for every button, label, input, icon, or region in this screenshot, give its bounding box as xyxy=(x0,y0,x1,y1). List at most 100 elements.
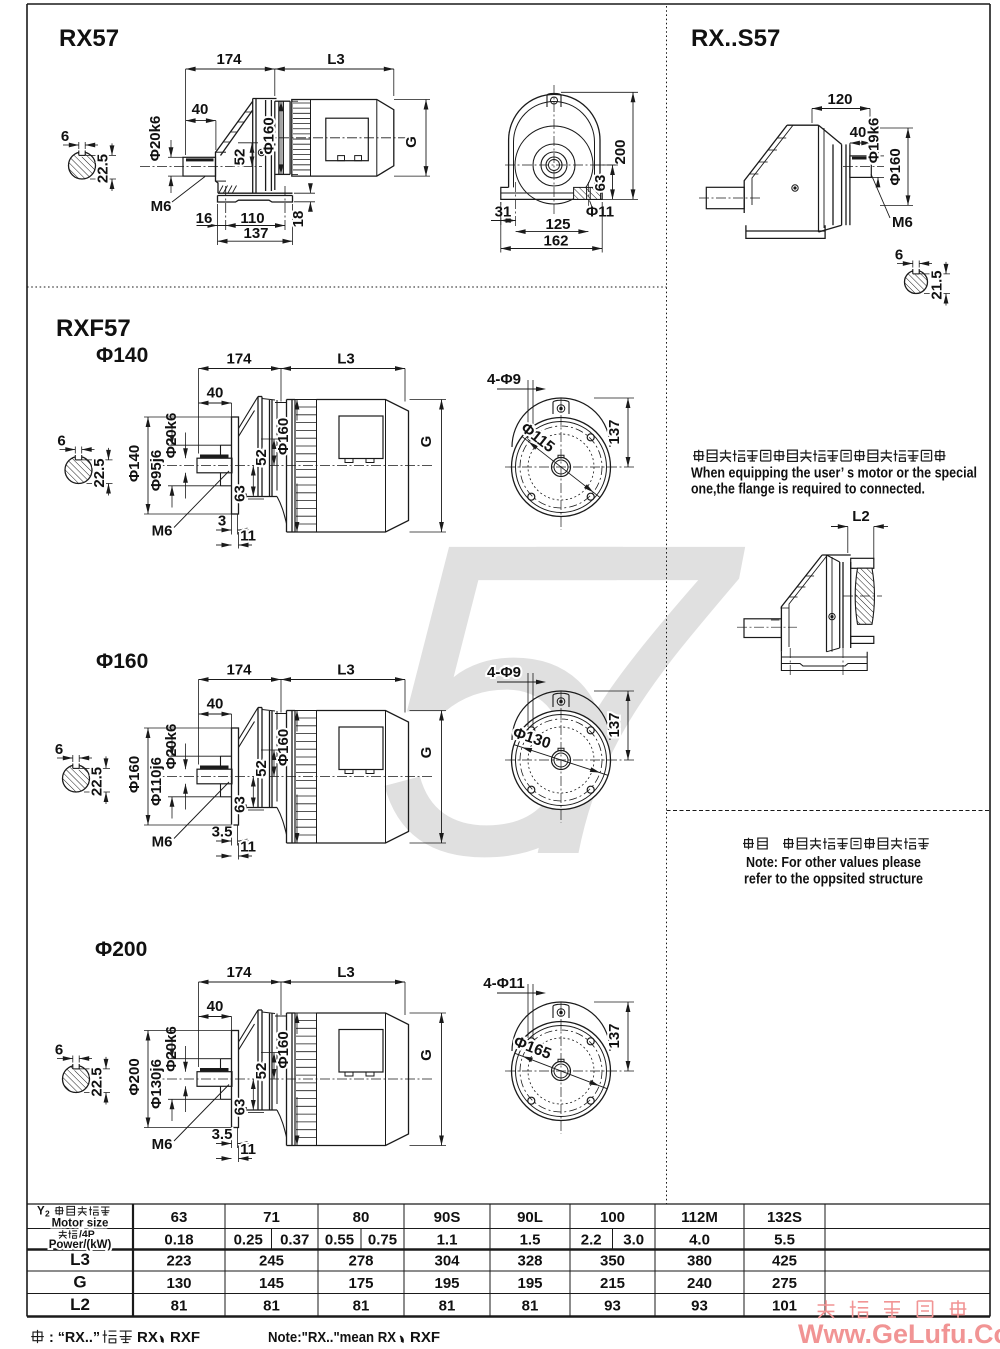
svg-text:L2: L2 xyxy=(852,508,870,525)
svg-text:11: 11 xyxy=(240,528,256,545)
svg-text:G: G xyxy=(418,747,435,759)
svg-text:175: 175 xyxy=(348,1275,373,1292)
svg-text:4-Φ9: 4-Φ9 xyxy=(487,664,521,681)
svg-text:When equipping the user’ s mot: When equipping the user’ s motor or the … xyxy=(691,465,977,482)
svg-text:22.5: 22.5 xyxy=(89,1067,106,1096)
svg-text:3.0: 3.0 xyxy=(623,1232,644,1249)
svg-text:174: 174 xyxy=(226,662,252,679)
svg-text:63: 63 xyxy=(232,1099,249,1116)
svg-text:3.5: 3.5 xyxy=(212,824,233,841)
svg-text:174: 174 xyxy=(226,964,252,981)
svg-text:63: 63 xyxy=(171,1209,188,1226)
svg-text:RXF: RXF xyxy=(410,1329,440,1346)
svg-text:5.5: 5.5 xyxy=(774,1232,795,1249)
svg-text:93: 93 xyxy=(604,1298,621,1315)
svg-text:71: 71 xyxy=(263,1209,280,1226)
svg-text:195: 195 xyxy=(517,1275,542,1292)
svg-text:M6: M6 xyxy=(892,214,913,231)
svg-text:0.55: 0.55 xyxy=(325,1232,354,1249)
svg-text:81: 81 xyxy=(353,1298,370,1315)
svg-text:RXF: RXF xyxy=(170,1329,200,1346)
svg-text:52: 52 xyxy=(253,760,270,777)
svg-text:Φ160: Φ160 xyxy=(275,1031,292,1068)
svg-text:3: 3 xyxy=(218,513,226,530)
svg-text:304: 304 xyxy=(434,1253,460,1270)
svg-text:M6: M6 xyxy=(152,523,173,540)
svg-text:L3: L3 xyxy=(337,964,355,981)
svg-text:52: 52 xyxy=(253,1063,270,1080)
svg-text:Φ200: Φ200 xyxy=(95,938,147,961)
svg-text:Φ140: Φ140 xyxy=(126,445,143,482)
svg-text:132S: 132S xyxy=(767,1209,802,1226)
svg-text:Note: For other values please: Note: For other values please xyxy=(746,855,921,871)
svg-text:22.5: 22.5 xyxy=(95,154,112,183)
svg-text:0.25: 0.25 xyxy=(234,1232,263,1249)
svg-text:RXF57: RXF57 xyxy=(56,315,131,342)
svg-text:Φ95j6: Φ95j6 xyxy=(148,450,165,492)
svg-text:M6: M6 xyxy=(152,1136,173,1153)
svg-text:4-Φ11: 4-Φ11 xyxy=(483,975,525,992)
svg-text:137: 137 xyxy=(606,712,623,737)
svg-text:0.18: 0.18 xyxy=(164,1232,193,1249)
svg-text:RX..S57: RX..S57 xyxy=(691,25,780,52)
svg-text:425: 425 xyxy=(772,1253,797,1270)
svg-text:1.5: 1.5 xyxy=(520,1232,541,1249)
svg-text:Φ200: Φ200 xyxy=(126,1058,143,1095)
svg-text:0.75: 0.75 xyxy=(368,1232,397,1249)
svg-text:Note:"RX.."mean RX: Note:"RX.."mean RX xyxy=(268,1329,396,1346)
svg-text:Www.GeLufu.Com: Www.GeLufu.Com xyxy=(798,1319,1000,1349)
svg-text:40: 40 xyxy=(207,998,224,1015)
svg-text:3.5: 3.5 xyxy=(212,1126,233,1143)
svg-text:Φ160: Φ160 xyxy=(275,418,292,455)
svg-text:Φ130j6: Φ130j6 xyxy=(148,1059,165,1109)
svg-text:6: 6 xyxy=(61,128,69,145)
svg-text:174: 174 xyxy=(226,351,252,368)
svg-text:Motor size: Motor size xyxy=(52,1218,109,1230)
svg-text:Φ160: Φ160 xyxy=(887,148,904,185)
svg-text:Φ160: Φ160 xyxy=(96,650,148,673)
svg-text:Φ140: Φ140 xyxy=(96,344,148,367)
svg-text:Power/(kW): Power/(kW) xyxy=(49,1239,112,1251)
svg-text:L3: L3 xyxy=(337,351,355,368)
svg-text:L3: L3 xyxy=(70,1250,90,1269)
svg-text:245: 245 xyxy=(259,1253,284,1270)
svg-text:1.1: 1.1 xyxy=(437,1232,458,1249)
svg-text:215: 215 xyxy=(600,1275,625,1292)
svg-text:2: 2 xyxy=(45,1209,50,1219)
svg-text:31: 31 xyxy=(495,204,512,221)
svg-text:81: 81 xyxy=(171,1298,188,1315)
svg-text:328: 328 xyxy=(517,1253,542,1270)
svg-text:Φ160: Φ160 xyxy=(261,117,278,154)
svg-text:145: 145 xyxy=(259,1275,284,1292)
svg-text:275: 275 xyxy=(772,1275,797,1292)
svg-text:81: 81 xyxy=(263,1298,280,1315)
svg-text:93: 93 xyxy=(691,1298,708,1315)
svg-text:380: 380 xyxy=(687,1253,712,1270)
svg-text:6: 6 xyxy=(55,741,63,758)
svg-text:22.5: 22.5 xyxy=(91,458,108,487)
svg-text:/4P: /4P xyxy=(79,1229,95,1241)
svg-text:4-Φ9: 4-Φ9 xyxy=(487,371,521,388)
svg-text:21.5: 21.5 xyxy=(929,270,946,299)
svg-text:0.37: 0.37 xyxy=(280,1232,309,1249)
svg-text:162: 162 xyxy=(543,233,568,250)
svg-text:Y: Y xyxy=(37,1206,45,1218)
svg-text:Φ20k6: Φ20k6 xyxy=(147,116,164,162)
svg-text:11: 11 xyxy=(240,1141,256,1158)
svg-text:120: 120 xyxy=(827,91,852,108)
svg-text:112M: 112M xyxy=(681,1209,718,1226)
svg-text:18: 18 xyxy=(290,211,307,228)
svg-text:63: 63 xyxy=(592,175,609,192)
svg-text:G: G xyxy=(418,436,435,448)
svg-text:278: 278 xyxy=(348,1253,373,1270)
svg-text:L2: L2 xyxy=(70,1295,90,1314)
svg-text:4.0: 4.0 xyxy=(689,1232,710,1249)
svg-text:Φ11: Φ11 xyxy=(586,204,614,221)
svg-text:110: 110 xyxy=(240,210,264,227)
svg-text:81: 81 xyxy=(439,1298,456,1315)
svg-text:16: 16 xyxy=(196,210,213,227)
svg-text:M6: M6 xyxy=(152,834,173,851)
svg-text:200: 200 xyxy=(612,139,629,164)
svg-text:130: 130 xyxy=(166,1275,191,1292)
svg-text:Φ160: Φ160 xyxy=(126,756,143,793)
